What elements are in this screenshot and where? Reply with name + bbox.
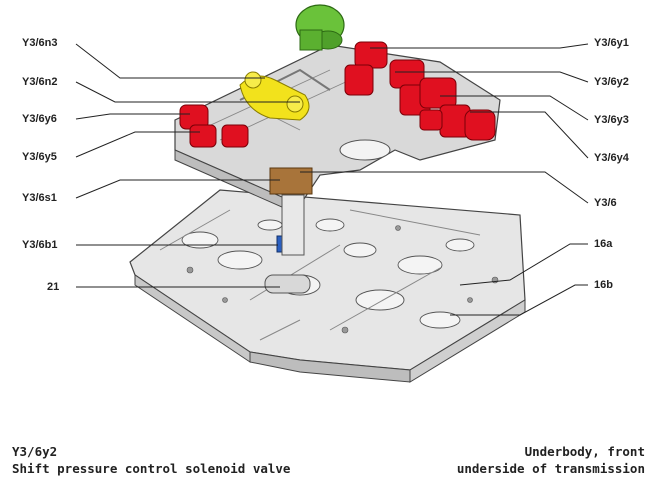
- caption-location-line2: underside of transmission: [456, 461, 645, 476]
- label-16a: 16a: [594, 238, 613, 250]
- solenoids-right: [344, 41, 496, 141]
- label-y3-6y6: Y3/6y6: [22, 113, 57, 125]
- caption-code: Y3/6y2: [12, 444, 58, 459]
- label-y3-6n2: Y3/6n2: [22, 76, 58, 88]
- label-y3-6y4: Y3/6y4: [594, 152, 629, 164]
- leader-lines: [75, 43, 589, 316]
- label-21: 21: [47, 281, 60, 293]
- solenoids-left: [179, 104, 249, 148]
- label-y3-6b1: Y3/6b1: [22, 239, 58, 251]
- label-y3-6n3: Y3/6n3: [22, 37, 58, 49]
- label-y3-6: Y3/6: [594, 197, 617, 209]
- caption-description: Shift pressure control solenoid valve: [12, 461, 291, 476]
- label-y3-6y5: Y3/6y5: [22, 151, 57, 163]
- label-y3-6y2: Y3/6y2: [594, 76, 629, 88]
- label-y3-6s1: Y3/6s1: [22, 192, 57, 204]
- label-y3-6y3: Y3/6y3: [594, 114, 629, 126]
- caption-location-line1: Underbody, front: [524, 444, 645, 459]
- connector-green: [295, 4, 345, 51]
- speed-sensors-yellow: [239, 71, 310, 121]
- label-y3-6y1: Y3/6y1: [594, 37, 629, 49]
- lower-valve-body: [129, 189, 526, 383]
- label-16b: 16b: [594, 279, 613, 291]
